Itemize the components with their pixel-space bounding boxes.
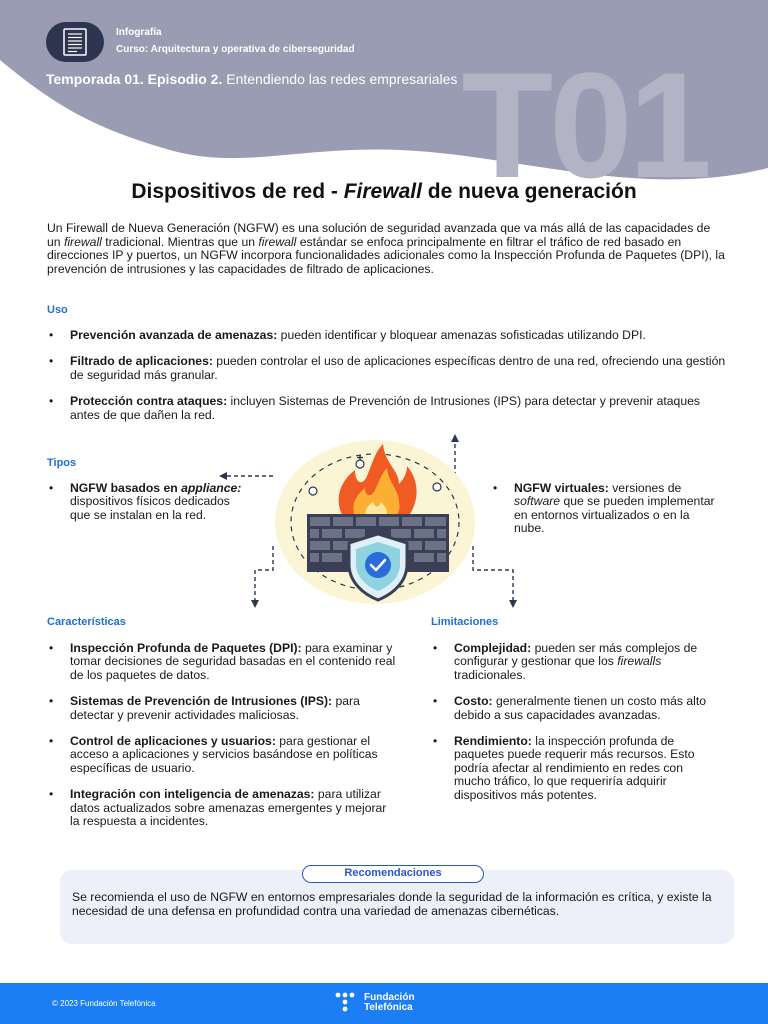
tipos-right-list: NGFW virtuales: versiones de software qu… [491, 481, 716, 549]
intro-italic: firewall [258, 234, 297, 249]
item-bold: Complejidad: [454, 641, 532, 655]
season-episode-number: Temporada 01. Episodio 2. [46, 71, 223, 87]
uso-list: Prevención avanzada de amenazas: pueden … [47, 328, 727, 435]
intro-text: estándar se enfoca principalmente en fil… [47, 234, 725, 276]
header-labels: Infografía Curso: Arquitectura y operati… [116, 27, 355, 55]
list-item: Filtrado de aplicaciones: pueden control… [47, 355, 727, 382]
limitaciones-list: Complejidad: pueden ser más complejos de… [431, 641, 721, 815]
item-text: tradicionales. [454, 667, 526, 682]
item-bold: Inspección Profunda de Paquetes (DPI): [70, 641, 302, 655]
list-item: Rendimiento: la inspección profunda de p… [431, 734, 721, 802]
copyright: © 2023 Fundación Telefónica [52, 999, 156, 1008]
season-watermark: T01 [461, 41, 712, 209]
item-text: la inspección profunda de paquetes puede… [454, 734, 695, 802]
course-label: Curso: Arquitectura y operativa de ciber… [116, 44, 355, 55]
firewall-illustration [219, 434, 517, 608]
item-bold: NGFW basados en [70, 481, 182, 495]
list-item: NGFW virtuales: versiones de software qu… [491, 481, 716, 536]
item-text: para detectar y prevenir actividades mal… [70, 694, 360, 722]
list-item: Inspección Profunda de Paquetes (DPI): p… [47, 641, 397, 682]
section-heading-tipos: Tipos [47, 457, 77, 469]
recommendations-label: Recomendaciones [302, 865, 484, 883]
item-text: para examinar y tomar decisiones de segu… [70, 641, 396, 682]
intro-italic: firewall [63, 234, 102, 249]
list-item: Costo: generalmente tienen un costo más … [431, 694, 721, 722]
item-bold: Rendimiento: [454, 734, 532, 749]
item-text: incluyen Sistemas de Prevención de Intru… [70, 394, 700, 422]
list-item: Integración con inteligencia de amenazas… [47, 788, 397, 828]
connector-arrows [225, 442, 514, 602]
item-bold-italic: appliance: [181, 481, 242, 495]
section-heading-uso: Uso [47, 304, 68, 316]
item-bold: NGFW virtuales: [514, 481, 609, 495]
item-text: pueden controlar el uso de aplicaciones … [70, 354, 726, 382]
item-bold: Sistemas de Prevención de Intrusiones (I… [70, 694, 333, 709]
item-bold: Costo: [454, 694, 493, 709]
list-item: Complejidad: pueden ser más complejos de… [431, 641, 721, 682]
shield-check-icon [347, 532, 409, 602]
item-text: versiones de [608, 481, 682, 495]
title-italic: Firewall [343, 180, 422, 203]
item-bold: Filtrado de aplicaciones: [70, 354, 213, 369]
page-title: Dispositivos de red - Firewall de nueva … [0, 180, 768, 204]
list-item: Prevención avanzada de amenazas: pueden … [47, 328, 727, 343]
logo-line: Fundación [364, 992, 415, 1003]
intro-paragraph: Un Firewall de Nueva Generación (NGFW) e… [47, 221, 727, 276]
caracteristicas-list: Inspección Profunda de Paquetes (DPI): p… [47, 641, 397, 841]
header-wave-shape [0, 0, 768, 180]
item-italic: firewalls [617, 654, 662, 669]
tipos-left-list: NGFW basados en appliance: dispositivos … [47, 481, 247, 535]
title-part: de nueva generación [421, 180, 637, 203]
item-text: pueden identificar y bloquear amenazas s… [277, 328, 646, 342]
logo-text: Fundación Telefónica [364, 993, 415, 1013]
item-italic: software [514, 494, 561, 509]
section-heading-limitaciones: Limitaciones [431, 616, 499, 628]
list-item: Sistemas de Prevención de Intrusiones (I… [47, 694, 397, 722]
episode-title: Entendiendo las redes empresariales [222, 71, 458, 87]
item-bold: Prevención avanzada de amenazas: [70, 328, 278, 342]
header-banner: T01 Infografía Curso: Arquitectura y ope… [0, 0, 768, 200]
item-bold: Protección contra ataques: [70, 394, 228, 409]
arrow-heads-icon [219, 434, 517, 608]
item-bold: Integración con inteligencia de amenazas… [70, 787, 315, 802]
list-item: Protección contra ataques: incluyen Sist… [47, 394, 727, 422]
recommendations-text: Se recomienda el uso de NGFW en entornos… [72, 890, 712, 918]
intro-text: tradicional. Mientras que un [101, 234, 259, 249]
title-part: Dispositivos de red - [131, 180, 344, 203]
document-icon [46, 22, 104, 62]
item-text: que se pueden implementar en entornos vi… [514, 494, 715, 536]
item-text: generalmente tienen un costo más alto de… [454, 694, 707, 722]
logo-line: Telefónica [364, 1002, 413, 1013]
item-text: para gestionar el acceso a aplicaciones … [70, 734, 378, 775]
list-item: NGFW basados en appliance: dispositivos … [47, 481, 247, 522]
list-item: Control de aplicaciones y usuarios: para… [47, 734, 397, 775]
section-heading-caracteristicas: Características [47, 616, 126, 628]
footer: © 2023 Fundación Telefónica Fundación Te… [0, 983, 768, 1024]
sparkle-icon [357, 455, 363, 460]
intro-text: Un Firewall de Nueva Generación (NGFW) e… [47, 221, 711, 249]
item-text: para utilizar datos actualizados sobre a… [70, 787, 387, 829]
telefonica-dots-icon [335, 992, 355, 1012]
item-text: pueden ser más complejos de configurar y… [454, 641, 698, 669]
item-text: dispositivos físicos dedicados que se in… [70, 494, 230, 522]
content-type-label: Infografía [116, 27, 162, 38]
item-bold: Control de aplicaciones y usuarios: [70, 734, 276, 749]
fundacion-telefonica-logo: Fundación Telefónica [334, 992, 415, 1014]
season-episode: Temporada 01. Episodio 2. Entendiendo la… [46, 71, 457, 87]
